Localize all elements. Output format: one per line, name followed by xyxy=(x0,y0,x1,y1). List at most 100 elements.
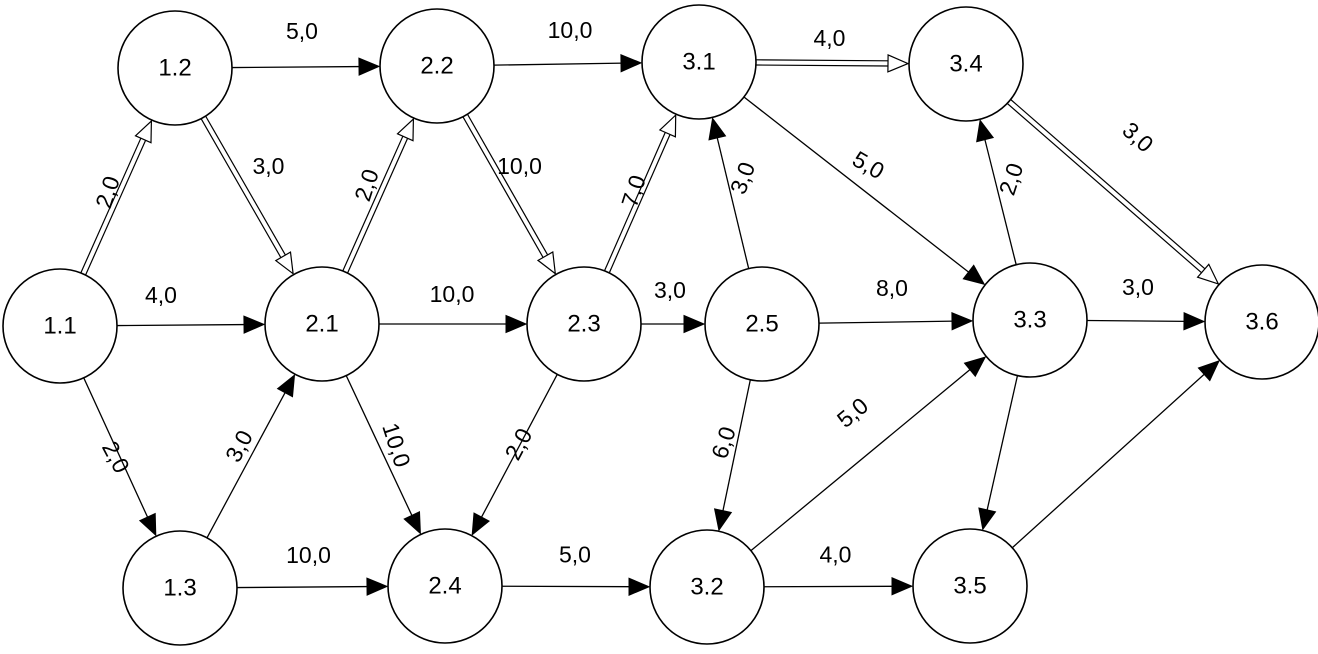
nodes-layer: 1.11.21.32.12.22.32.42.53.13.23.33.43.53… xyxy=(2,4,1318,646)
edge-2.2-3.1 xyxy=(493,53,643,73)
node-2.1: 2.1 xyxy=(264,266,380,382)
edge-2.5-3.3 xyxy=(818,311,974,331)
node-3.4: 3.4 xyxy=(908,6,1024,122)
edge-label-2.1-2.2: 2,0 xyxy=(349,166,384,204)
node-2.2: 2.2 xyxy=(379,8,495,124)
edge-label-1.3-2.4: 10,0 xyxy=(286,542,331,568)
node-circle xyxy=(912,528,1028,644)
node-3.5: 3.5 xyxy=(912,528,1028,644)
node-label: 2.4 xyxy=(428,573,461,600)
edge-line xyxy=(1006,102,1202,274)
edge-2.1-2.4 xyxy=(345,375,421,535)
solid-arrowhead-icon xyxy=(628,577,651,596)
hollow-arrowhead-icon xyxy=(1196,263,1220,285)
solid-arrowhead-icon xyxy=(1197,360,1220,382)
edge-1.3-2.1 xyxy=(206,373,296,539)
node-label: 1.3 xyxy=(163,575,196,602)
edge-label-2.3-2.4: 2,0 xyxy=(500,424,538,464)
edge-2.1-2.3 xyxy=(379,314,528,334)
edge-3.3-3.5 xyxy=(978,375,1019,531)
edge-label-1.1-2.1: 4,0 xyxy=(145,282,177,308)
node-label: 2.5 xyxy=(745,311,778,338)
edges-layer xyxy=(80,53,1220,596)
node-1.1: 1.1 xyxy=(2,268,118,384)
edge-label-1.3-2.1: 3,0 xyxy=(220,426,258,466)
edge-1.2-2.1 xyxy=(200,115,294,276)
edge-2.3-2.4 xyxy=(471,374,558,536)
node-label: 2.1 xyxy=(305,311,338,338)
edge-label-2.4-3.2: 5,0 xyxy=(559,542,591,568)
node-circle xyxy=(379,8,495,124)
edge-line xyxy=(986,375,1019,513)
solid-arrowhead-icon xyxy=(1183,312,1206,331)
edge-1.1-2.1 xyxy=(116,315,266,334)
edge-label-3.1-3.3: 5,0 xyxy=(848,146,889,185)
solid-arrowhead-icon xyxy=(713,508,733,532)
solid-arrowhead-icon xyxy=(138,512,157,537)
edge-label-2.1-2.4: 10,0 xyxy=(377,420,416,471)
node-1.2: 1.2 xyxy=(117,10,233,126)
edge-line xyxy=(603,132,666,272)
edge-line xyxy=(818,320,955,324)
edge-3.1-3.3 xyxy=(743,96,986,286)
edge-2.3-2.5 xyxy=(641,314,706,334)
edge-label-3.1-3.4: 4,0 xyxy=(814,25,846,51)
node-circle xyxy=(526,266,642,382)
edge-line xyxy=(342,135,404,272)
edge-label-3.4-3.6: 3,0 xyxy=(1117,117,1158,158)
edge-3.2-3.5 xyxy=(763,577,914,596)
edge-label-3.3-3.4: 2,0 xyxy=(994,160,1029,198)
hollow-arrowhead-icon xyxy=(536,251,557,275)
node-3.6: 3.6 xyxy=(1204,264,1318,380)
solid-arrowhead-icon xyxy=(243,315,266,334)
node-label: 3.1 xyxy=(682,49,715,76)
edge-1.2-2.2 xyxy=(231,57,381,76)
edge-line xyxy=(1010,99,1206,270)
solid-arrowhead-icon xyxy=(891,577,914,596)
edge-line xyxy=(200,118,282,258)
edge-1.3-2.4 xyxy=(236,577,389,596)
edge-2.1-2.2 xyxy=(342,117,415,274)
edge-line xyxy=(1011,372,1207,549)
edge-labels-layer: 2,04,02,05,03,03,010,02,010,010,010,010,… xyxy=(90,17,1158,568)
hollow-arrowhead-icon xyxy=(396,117,415,142)
edge-line xyxy=(347,138,409,274)
edge-3.3-3.6 xyxy=(1086,312,1206,331)
edge-2.3-3.1 xyxy=(603,113,677,274)
node-3.2: 3.2 xyxy=(649,529,765,645)
edge-line xyxy=(721,379,751,513)
edge-1.1-1.2 xyxy=(80,119,153,276)
edge-label-1.2-2.1: 3,0 xyxy=(253,153,285,179)
node-3.1: 3.1 xyxy=(641,4,757,120)
edge-line xyxy=(466,113,549,256)
node-circle xyxy=(117,10,233,126)
edge-line xyxy=(116,323,247,327)
edge-2.4-3.2 xyxy=(501,577,651,596)
edge-line xyxy=(480,374,558,520)
edge-3.3-3.4 xyxy=(976,119,1017,265)
edge-label-2.5-3.3: 8,0 xyxy=(876,275,908,301)
solid-arrowhead-icon xyxy=(276,373,296,398)
node-2.5: 2.5 xyxy=(704,266,820,382)
solid-arrowhead-icon xyxy=(683,314,706,334)
solid-arrowhead-icon xyxy=(366,577,389,596)
edge-3.1-3.4 xyxy=(755,53,910,73)
edge-2.2-2.3 xyxy=(462,113,557,275)
node-circle xyxy=(649,529,765,645)
edge-3.5-3.6 xyxy=(1011,360,1220,549)
edge-label-1.2-2.2: 5,0 xyxy=(286,18,318,44)
solid-arrowhead-icon xyxy=(978,507,997,531)
edge-line xyxy=(493,62,624,66)
solid-arrowhead-icon xyxy=(708,117,727,141)
hollow-arrowhead-icon xyxy=(274,251,294,276)
hollow-arrowhead-icon xyxy=(134,119,153,144)
node-3.3: 3.3 xyxy=(972,262,1088,378)
node-circle xyxy=(2,268,118,384)
edge-label-3.3-3.6: 3,0 xyxy=(1122,274,1154,300)
edge-line xyxy=(83,377,149,520)
node-circle xyxy=(641,4,757,120)
edge-label-1.1-1.2: 2,0 xyxy=(90,173,125,211)
edge-line xyxy=(205,115,286,256)
edge-label-1.1-1.3: 2,0 xyxy=(97,437,135,477)
solid-arrowhead-icon xyxy=(471,512,491,536)
